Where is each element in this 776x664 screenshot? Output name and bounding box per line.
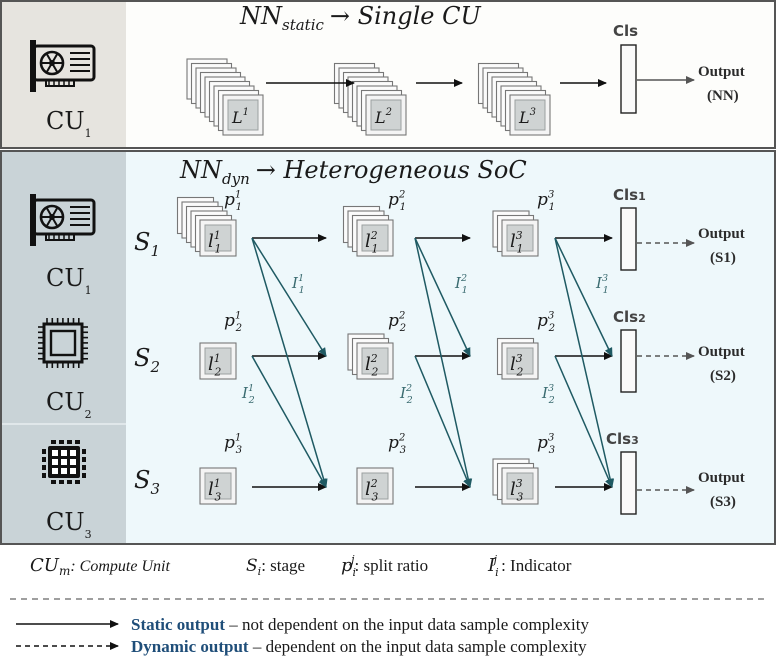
static-layer-label-2: L2 bbox=[374, 107, 392, 127]
static-layer-stack-2 bbox=[333, 62, 407, 136]
cpu-chip-icon bbox=[38, 318, 88, 368]
static-layer-label-3: L3 bbox=[518, 107, 536, 127]
output-3-sub: (S3) bbox=[710, 494, 736, 510]
static-classifier bbox=[620, 44, 637, 114]
layer-stack-s2-l1 bbox=[199, 342, 237, 380]
branch-s2-s3-col2 bbox=[414, 355, 471, 488]
stage-3-label: S3 bbox=[134, 466, 160, 498]
static-output-label: Output bbox=[698, 64, 745, 80]
legend-static-text: Static output – not dependent on the inp… bbox=[131, 615, 589, 634]
layer-stack-s3-l2 bbox=[356, 467, 394, 505]
stage-2-label: S2 bbox=[134, 344, 160, 376]
dynamic-arrows bbox=[251, 234, 615, 491]
gpu-card-icon bbox=[30, 40, 96, 92]
branch-s1-s3-col2 bbox=[414, 237, 473, 488]
output-2-label: Output bbox=[698, 344, 745, 360]
branch-s1-s2-col2 bbox=[414, 237, 471, 357]
static-layer-stack-3 bbox=[477, 62, 551, 136]
layer-stack-s3-l3 bbox=[492, 458, 539, 505]
layer-stack-s1-l3 bbox=[492, 210, 539, 257]
branch-s2-s3-col3 bbox=[554, 355, 613, 488]
layer-stack-s1-l1 bbox=[176, 196, 237, 257]
legend-stage: Si: stage bbox=[246, 556, 305, 578]
static-title: NNstatic→ Single CU bbox=[239, 2, 481, 34]
cls-1-label: Cls1 bbox=[613, 186, 646, 204]
static-layer-label-1: L1 bbox=[231, 107, 249, 127]
static-cu-label: CU1 bbox=[46, 107, 92, 140]
npu-grid-icon bbox=[42, 440, 86, 484]
output-1-sub: (S1) bbox=[710, 250, 736, 266]
branch-s1-s2-col3 bbox=[554, 237, 613, 357]
layer-stack-s2-l3 bbox=[496, 337, 539, 380]
legend-split-ratio: pij: split ratio bbox=[341, 553, 428, 579]
branch-s1-s3-col1 bbox=[251, 237, 328, 488]
cu-3-label: CU3 bbox=[46, 508, 92, 541]
legend-indicator: Iij: Indicator bbox=[487, 553, 572, 579]
classifier-2 bbox=[620, 329, 637, 393]
static-layer-stack-1 bbox=[186, 58, 264, 136]
classifier-1 bbox=[620, 207, 637, 271]
static-output-sub: (NN) bbox=[707, 88, 739, 104]
legend: CUm: Compute Unit Si: stage pij: split r… bbox=[10, 553, 765, 656]
output-1-label: Output bbox=[698, 226, 745, 242]
cls-2-label: Cls2 bbox=[613, 308, 646, 326]
layer-stack-s1-l2 bbox=[342, 205, 394, 257]
branch-s2-s3-col1 bbox=[251, 355, 327, 488]
classifier-3 bbox=[620, 451, 637, 515]
cu-2-label: CU2 bbox=[46, 388, 92, 421]
static-layer-stacks: L1 L2 L3 bbox=[186, 58, 551, 136]
layer-stack-s3-l1 bbox=[199, 467, 237, 505]
layer-stack-s2-l2 bbox=[347, 333, 394, 380]
output-2-sub: (S2) bbox=[710, 368, 736, 384]
legend-dynamic-text: Dynamic output – dependent on the input … bbox=[131, 637, 587, 656]
branch-s1-s3-col3 bbox=[554, 237, 615, 488]
dynamic-title: NNdyn→ Heterogeneous SoC bbox=[179, 156, 527, 188]
static-cls-label: Cls bbox=[613, 22, 638, 40]
legend-cu: CUm: Compute Unit bbox=[30, 555, 170, 578]
gpu-card-icon bbox=[30, 194, 96, 246]
cu-1-label: CU1 bbox=[46, 264, 92, 297]
cls-3-label: Cls3 bbox=[606, 430, 639, 448]
output-3-label: Output bbox=[698, 470, 745, 486]
branch-s1-s2-col1 bbox=[251, 237, 327, 357]
stage-1-label: S1 bbox=[134, 228, 160, 260]
